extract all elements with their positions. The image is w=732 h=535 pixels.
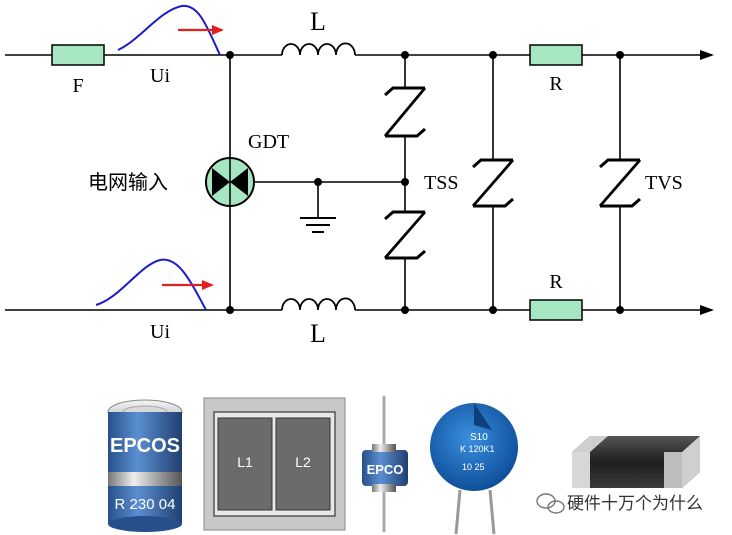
varistor-line3: 10 25	[462, 462, 485, 472]
tss-lower-symbol	[383, 210, 427, 260]
wechat-icon	[536, 493, 565, 514]
choke-label-l1: L1	[237, 454, 253, 470]
varistor-photo: S10 K 120K1 10 25	[430, 403, 518, 535]
grid-input-label: 电网输入	[88, 170, 168, 194]
smd-chip-photo	[572, 436, 700, 488]
tvs-symbol	[598, 158, 642, 208]
gdt-photo: EPCOS R 230 04	[107, 399, 183, 532]
inductor-bottom-label: L	[310, 319, 326, 348]
ground-symbol	[300, 217, 336, 233]
small-gdt-brand: EPCO	[367, 462, 404, 477]
varistor-line2: K 120K1	[460, 444, 495, 454]
choke-label-l2: L2	[295, 454, 311, 470]
resistor-bottom-symbol	[529, 299, 583, 321]
pulse-top-waveform	[117, 4, 221, 56]
watermark: 硬件十万个为什么	[536, 493, 703, 514]
resistor-bottom-label: R	[549, 271, 563, 293]
varistor-line1: S10	[470, 432, 488, 443]
inductor-top-symbol	[281, 42, 356, 56]
fuse-symbol	[51, 44, 105, 66]
input-signal-top-label: Ui	[150, 65, 170, 87]
tss-upper-symbol	[383, 86, 427, 138]
gdt-photo-part: R 230 04	[115, 496, 176, 513]
watermark-text: 硬件十万个为什么	[567, 494, 703, 514]
resistor-top-symbol	[529, 44, 583, 66]
gdt-label: GDT	[248, 131, 289, 153]
gdt-symbol	[205, 157, 255, 207]
junction-dots	[226, 51, 624, 314]
small-gdt-photo: EPCO	[362, 396, 408, 532]
tss-single-symbol	[471, 158, 515, 208]
wires	[5, 50, 714, 315]
input-signal-bottom-label: Ui	[150, 321, 170, 343]
inductor-bottom-symbol	[281, 297, 356, 311]
fuse-label: F	[72, 75, 83, 97]
tss-label: TSS	[424, 172, 458, 194]
gdt-photo-brand: EPCOS	[110, 435, 180, 457]
inductor-top-label: L	[310, 7, 326, 36]
resistor-top-label: R	[549, 73, 563, 95]
choke-photo: L1 L2	[203, 397, 346, 531]
tvs-label: TVS	[645, 172, 683, 194]
